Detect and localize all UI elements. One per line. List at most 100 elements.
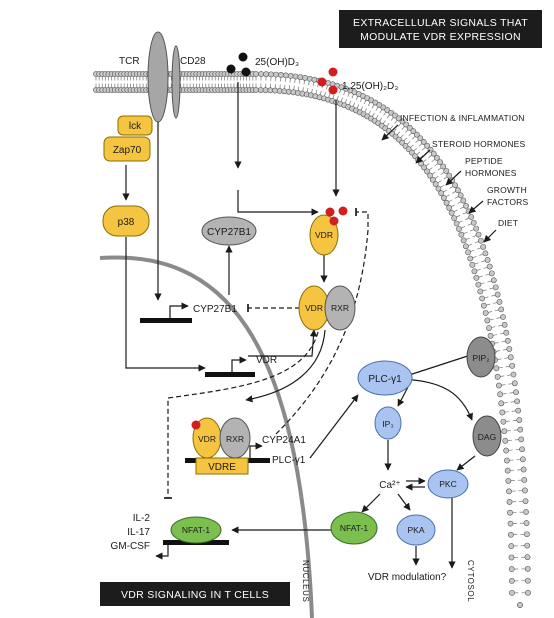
lipid-head [508, 543, 515, 549]
lipid-head [406, 124, 413, 131]
lipid-head [508, 566, 515, 572]
pip2-label: PIP₂ [473, 353, 490, 363]
lipid-head [437, 159, 443, 165]
lipid-head [395, 115, 402, 122]
lipid-head [468, 214, 475, 220]
lipid-head [440, 195, 447, 201]
lipid-head [446, 204, 452, 211]
banner-line-1: EXTRACELLULAR SIGNALS THAT [353, 17, 528, 29]
vdre-vdr-label: VDR [198, 434, 216, 444]
lipid-head [384, 107, 391, 113]
lipid-head [420, 139, 427, 145]
lipid-head [417, 135, 424, 142]
lipid-head [506, 499, 513, 505]
lipid-head [486, 325, 492, 331]
zap70-protein: Zap70 [103, 136, 151, 162]
cytosol-label: CYTOSOL [466, 560, 475, 602]
lipid-head [427, 172, 433, 179]
lipid-head [500, 418, 507, 425]
signal-steroid: STEROID HORMONES [432, 139, 526, 149]
lipid-head [525, 589, 531, 596]
vdr-rxr-vdre-complex: VDRE VDR RXR CYP24A1 PLC-γ1 [185, 417, 306, 475]
vdr-signaling-banner: VDR SIGNALING IN T CELLS [100, 582, 290, 606]
lipid-head [440, 163, 447, 170]
lipid-head [465, 249, 472, 256]
lipid-head [505, 477, 512, 484]
lipid-head [524, 531, 530, 538]
vdre-rxr-label: RXR [226, 434, 244, 444]
lipid-head [496, 298, 503, 305]
lipid-head [460, 237, 467, 244]
lipid-head [278, 72, 284, 78]
lipid-head [473, 274, 480, 281]
lipid-head [430, 150, 437, 157]
lipid-head [504, 337, 511, 344]
lipid-head [471, 268, 478, 275]
lipid-head [306, 75, 313, 82]
lipid-head [388, 109, 395, 116]
ligand-25ohd3-label: 25(OH)D₃ [255, 57, 299, 68]
lipid-head [509, 589, 515, 596]
dag-lipid: DAG [472, 415, 502, 457]
lipid-head [413, 131, 420, 138]
lipid-head [501, 428, 508, 435]
lipid-head [470, 219, 477, 226]
zap70-label: Zap70 [113, 145, 142, 156]
lipid-head [482, 310, 489, 316]
lipid-head [520, 466, 527, 473]
lipid-head [503, 329, 510, 336]
pip2-lipid: PIP₂ [466, 336, 496, 378]
lipid-head [273, 71, 279, 78]
lipid-head [524, 554, 531, 561]
lipid-head [478, 237, 484, 244]
nfat-target-genes: NFAT-1 IL-2 IL-17 GM-CSF [111, 513, 229, 560]
ligand-125ohd3: 1,25(OH)₂D₃ [317, 67, 398, 95]
banner-bottom-label: VDR SIGNALING IN T CELLS [121, 589, 269, 601]
lipid-head [508, 531, 514, 538]
lipid-head [475, 231, 482, 238]
lipid-head [513, 389, 519, 396]
lipid-head [497, 391, 504, 398]
lipid-head [432, 181, 439, 188]
nfat-protein: NFAT-1 [330, 511, 378, 545]
lipid-head [424, 168, 430, 175]
lipid-head [504, 467, 511, 474]
pka-label: PKA [407, 525, 424, 535]
lipid-head [262, 87, 269, 94]
lipid-head [460, 197, 467, 204]
cd28-receptor: CD28 [171, 45, 206, 119]
lipid-head [484, 317, 491, 324]
lipid-head [443, 199, 450, 206]
cd28-label: CD28 [180, 56, 206, 67]
plc-protein-label: PLC-γ1 [368, 374, 402, 385]
lipid-head [479, 295, 486, 302]
lipid-head [522, 487, 528, 494]
lipid-head [509, 362, 516, 369]
lipid-head [453, 220, 460, 227]
p38-label: p38 [118, 217, 135, 228]
lipid-head [493, 365, 500, 372]
lipid-head [522, 498, 529, 505]
ligand-125ohd3-label: 1,25(OH)₂D₃ [342, 81, 398, 92]
lipid-head [446, 172, 453, 179]
lipid-head [507, 509, 513, 516]
lipid-head [268, 71, 275, 78]
lipid-head [506, 346, 513, 352]
lipid-head [507, 520, 514, 527]
lipid-head [263, 71, 270, 78]
banner-line-2: MODULATE VDR EXPRESSION [360, 31, 521, 43]
external-signals: INFECTION & INFLAMMATION STEROID HORMONE… [381, 113, 528, 243]
vdr-protein: VDR [309, 206, 348, 256]
lipid-head [486, 263, 493, 270]
signal-peptide-2: HORMONES [465, 168, 517, 178]
lipid-head [443, 168, 450, 174]
lipid-head [302, 75, 308, 81]
lipid-head [523, 509, 529, 515]
lipid-head [507, 354, 514, 361]
vdr-rxr-rxr-label: RXR [331, 303, 349, 313]
lck-protein: lck [117, 115, 153, 136]
lipid-head [516, 417, 523, 423]
pathway-arrows [122, 82, 481, 569]
p38-protein: p38 [102, 205, 150, 237]
cyp27b1-gene: CYP27B1 [140, 302, 237, 323]
